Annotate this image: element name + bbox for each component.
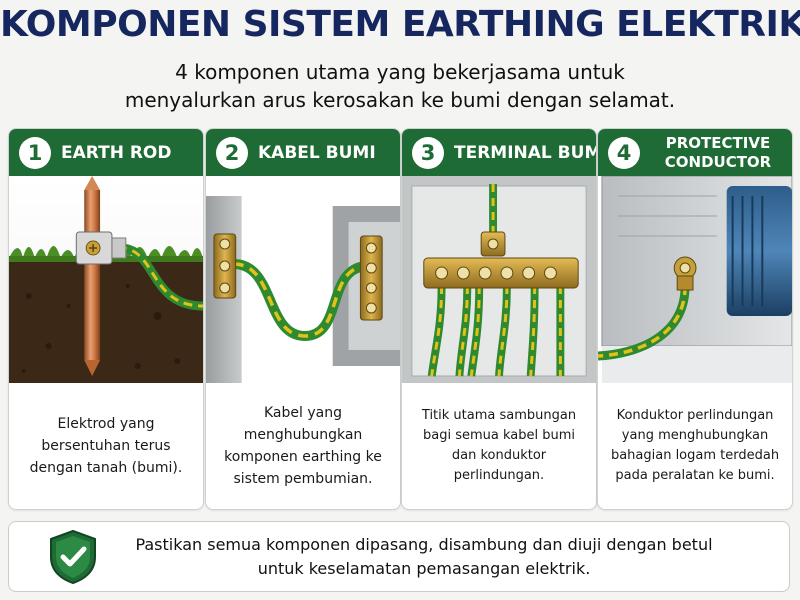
card-header: 1 EARTH ROD (9, 129, 203, 176)
card-title-line-2: CONDUCTOR (664, 152, 772, 171)
card-kabel-bumi: 2 KABEL BUMI (205, 128, 401, 510)
card-header: 2 KABEL BUMI (206, 129, 400, 176)
step-number: 1 (19, 136, 51, 169)
safety-note-text: Pastikan semua komponen dipasang, disamb… (99, 533, 789, 581)
subtitle-line-1: 4 komponen utama yang bekerjasama untuk (175, 60, 625, 84)
protective-conductor-illustration (598, 176, 792, 383)
safety-note-line-1: Pastikan semua komponen dipasang, disamb… (135, 534, 713, 554)
card-description: Konduktor perlindungan yang menghubungka… (610, 408, 780, 483)
page-subtitle: 4 komponen utama yang bekerjasama untuk … (0, 58, 800, 114)
shield-check-icon (50, 529, 96, 584)
card-title: KABEL BUMI (258, 142, 376, 163)
card-header: 4 PROTECTIVE CONDUCTOR (598, 129, 792, 176)
step-number: 2 (216, 136, 248, 169)
subtitle-line-2: menyalurkan arus kerosakan ke bumi denga… (124, 88, 676, 112)
safety-note-line-2: untuk keselamatan pemasangan elektrik. (257, 558, 591, 578)
card-protective-conductor: 4 PROTECTIVE CONDUCTOR (597, 128, 793, 510)
earth-cable-illustration (206, 176, 400, 383)
earth-rod-illustration (9, 176, 203, 383)
card-title: EARTH ROD (61, 142, 172, 163)
card-title-line-1: PROTECTIVE (665, 133, 771, 152)
card-description: Elektrod yang bersentuhan terus dengan t… (29, 416, 183, 476)
card-title: TERMINAL BUMI (454, 142, 597, 163)
card-title: PROTECTIVE CONDUCTOR (644, 134, 792, 172)
card-description: Kabel yang menghubungkan komponen earthi… (224, 405, 382, 487)
step-number: 4 (608, 136, 640, 169)
card-earth-rod: 1 EARTH ROD (8, 128, 204, 510)
step-number: 3 (412, 136, 444, 169)
card-terminal-bumi: 3 TERMINAL BUMI (401, 128, 597, 510)
card-description: Titik utama sambungan bagi semua kabel b… (421, 408, 577, 483)
card-header: 3 TERMINAL BUMI (402, 129, 596, 176)
page-title: KOMPONEN SISTEM EARTHING ELEKTRIK (0, 4, 800, 45)
earth-terminal-illustration (402, 176, 596, 383)
safety-note: Pastikan semua komponen dipasang, disamb… (8, 521, 790, 592)
